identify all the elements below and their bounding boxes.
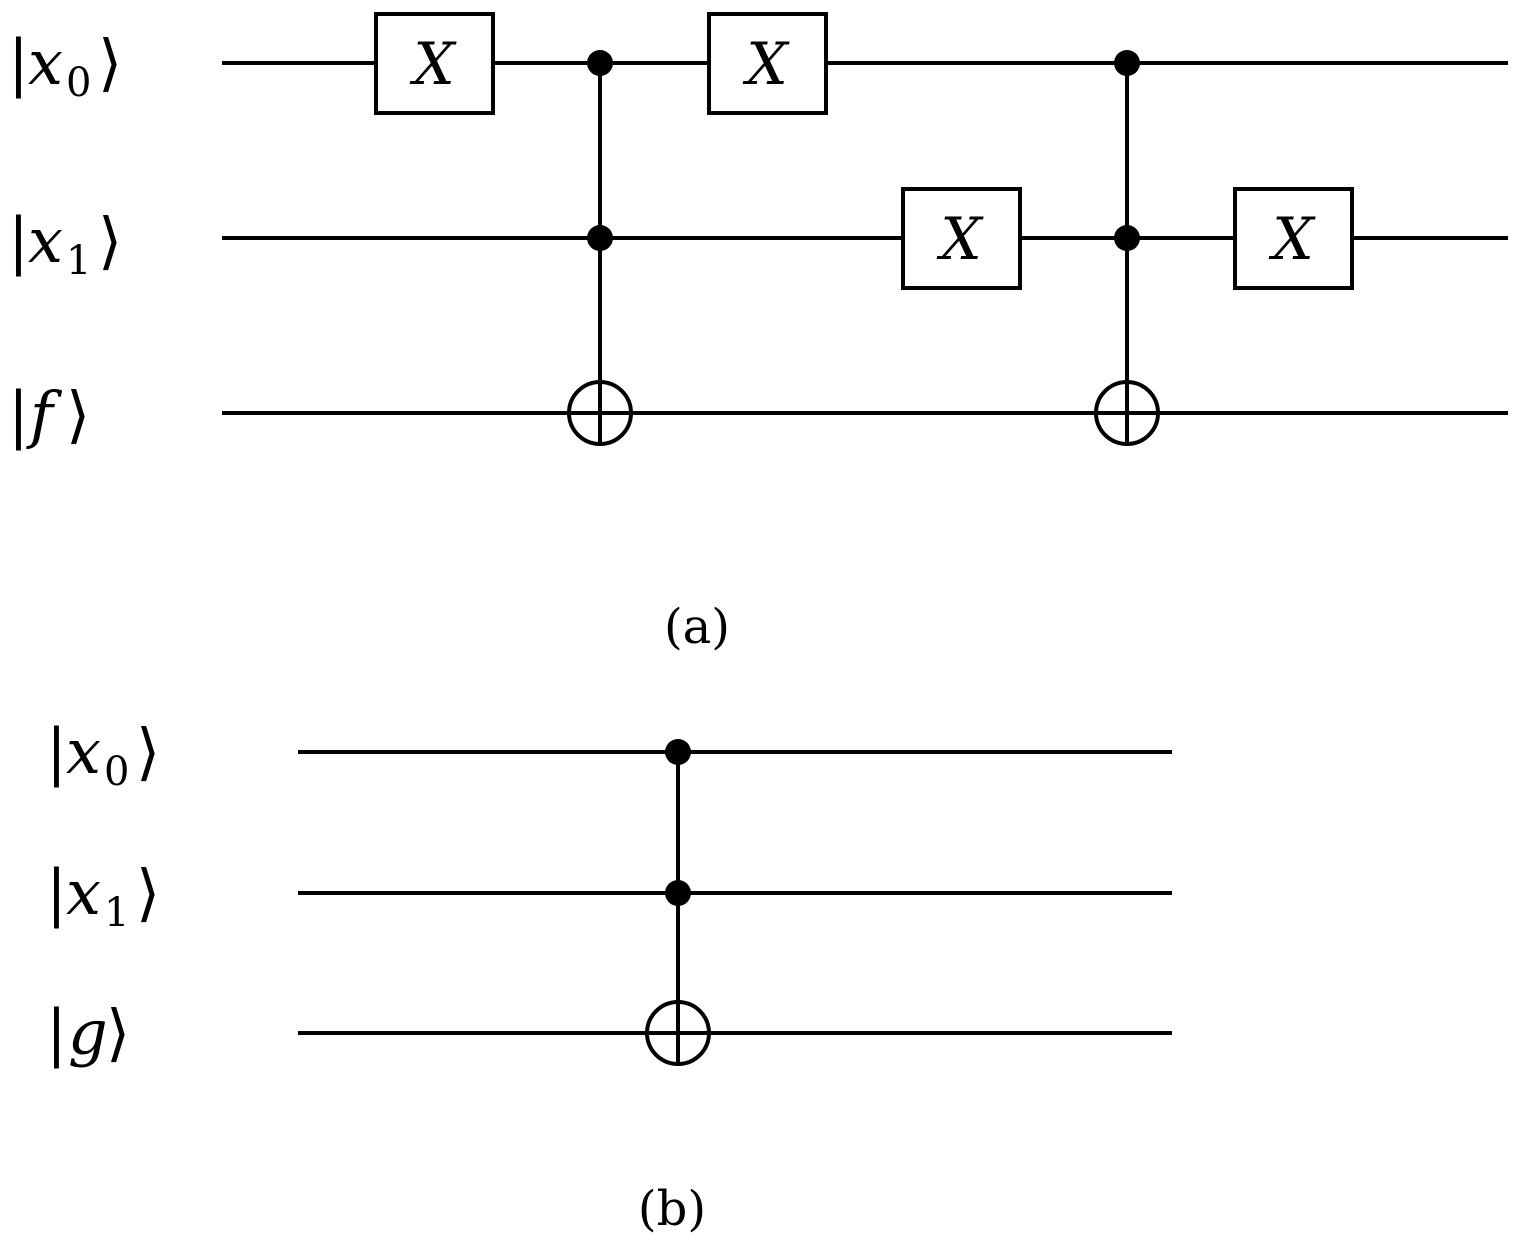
- svg-text:x: x: [28, 204, 63, 277]
- svg-text:⟩: ⟩: [98, 204, 122, 277]
- svg-text:X: X: [936, 205, 984, 273]
- svg-text:|: |: [8, 26, 29, 99]
- svg-text:x: x: [28, 26, 63, 99]
- svg-text:|: |: [46, 996, 67, 1069]
- control-dot: [1114, 50, 1140, 76]
- toffoli-gate-a-2: [1094, 50, 1160, 446]
- svg-text:0: 0: [104, 749, 129, 795]
- svg-text:|: |: [8, 378, 29, 451]
- qubit-label-b-x1: | x 1 ⟩: [46, 856, 160, 936]
- control-dot: [587, 225, 613, 251]
- svg-text:x: x: [66, 715, 101, 788]
- x-gate-a-1: X: [374, 12, 495, 115]
- qubit-label-a-x1: | x 1 ⟩: [8, 204, 122, 284]
- svg-text:|: |: [46, 715, 67, 788]
- svg-text:⟩: ⟩: [106, 996, 130, 1069]
- toffoli-gate-b: [645, 739, 711, 1066]
- caption-b: (b): [638, 1181, 706, 1237]
- svg-text:⟩: ⟩: [136, 715, 160, 788]
- svg-text:X: X: [742, 30, 790, 98]
- svg-text:⟩: ⟩: [98, 26, 122, 99]
- qubit-label-b-g: | g ⟩: [46, 996, 130, 1069]
- qubit-label-a-x0: | x 0 ⟩: [8, 26, 122, 106]
- svg-text:X: X: [1268, 205, 1316, 273]
- control-dot: [587, 50, 613, 76]
- control-dot: [665, 739, 691, 765]
- svg-text:⟩: ⟩: [136, 856, 160, 929]
- svg-text:|: |: [46, 856, 67, 929]
- svg-text:X: X: [409, 30, 457, 98]
- x-gate-a-4: X: [1233, 187, 1354, 290]
- toffoli-gate-a-1: [567, 50, 633, 446]
- x-gate-a-2: X: [707, 12, 828, 115]
- svg-text:1: 1: [104, 890, 129, 936]
- circuit-b: | x 0 ⟩ | x 1 ⟩ | g ⟩ (b): [46, 715, 1172, 1237]
- svg-text:f: f: [26, 378, 63, 451]
- qubit-label-b-x0: | x 0 ⟩: [46, 715, 160, 795]
- qubit-label-a-f: | f ⟩: [8, 378, 90, 451]
- svg-text:x: x: [66, 856, 101, 929]
- svg-text:1: 1: [66, 238, 91, 284]
- control-dot: [1114, 225, 1140, 251]
- x-gate-a-3: X: [901, 187, 1022, 290]
- svg-text:⟩: ⟩: [66, 378, 90, 451]
- control-dot: [665, 880, 691, 906]
- svg-text:g: g: [68, 996, 108, 1069]
- circuit-a: | x 0 ⟩ | x 1 ⟩ | f ⟩ X: [8, 12, 1508, 655]
- svg-text:|: |: [8, 204, 29, 277]
- caption-a: (a): [664, 599, 730, 655]
- svg-text:0: 0: [66, 60, 91, 106]
